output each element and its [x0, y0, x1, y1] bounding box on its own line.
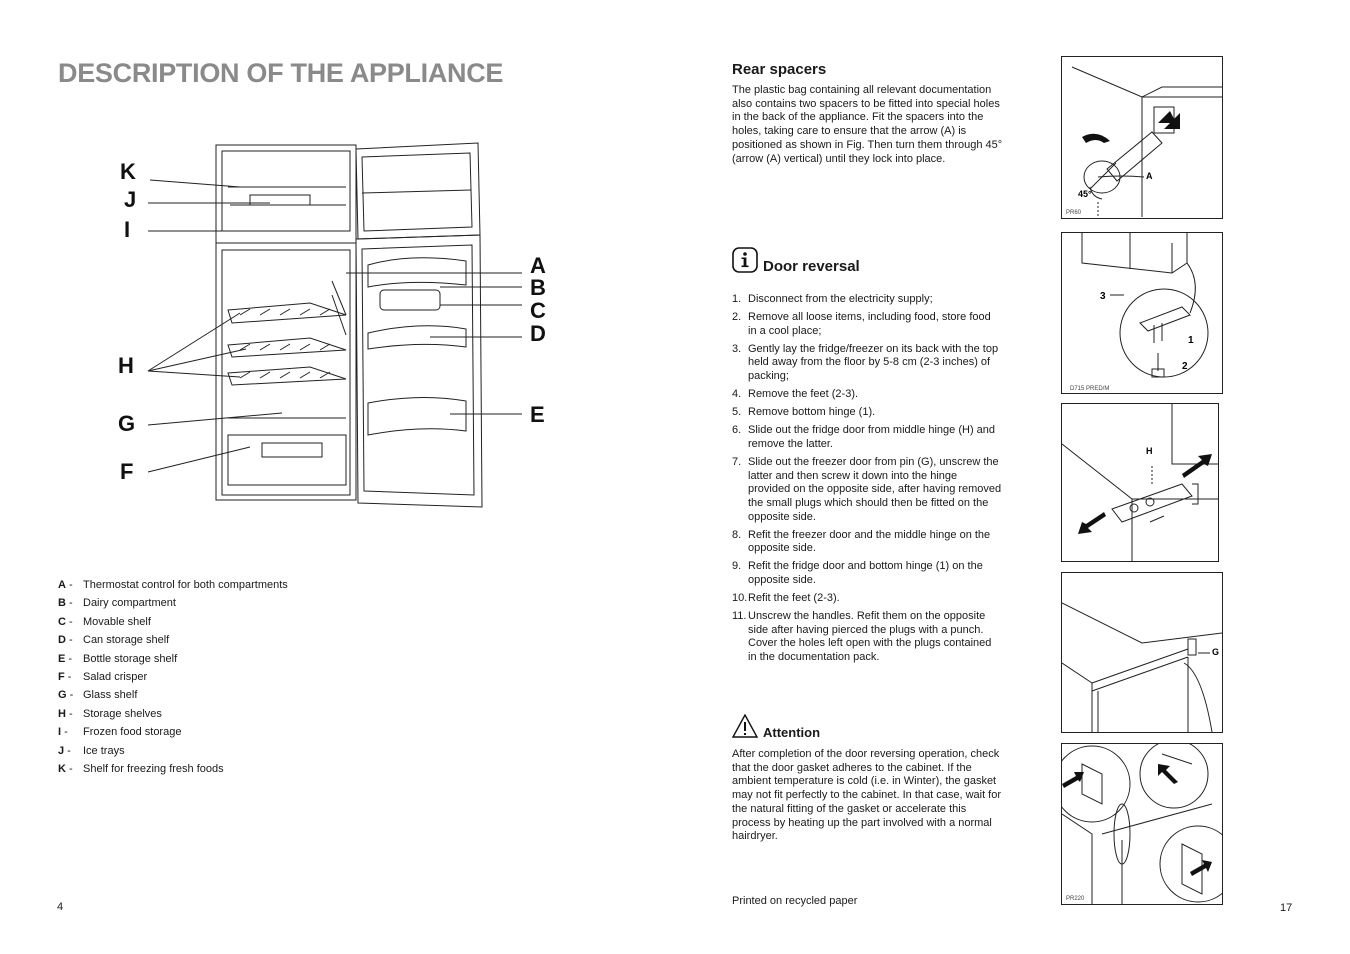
list-item: 5.Remove bottom hinge (1). [732, 406, 876, 419]
legend-item: K -Shelf for freezing fresh foods [58, 763, 224, 776]
bottom-hinge-figure: 3 1 2 D715 PRED/M [1061, 232, 1223, 394]
callout-b: B [530, 275, 546, 300]
legend: A -Thermostat control for both compartme… [58, 576, 288, 778]
legend-item: D -Can storage shelf [58, 634, 170, 647]
legend-item: C -Movable shelf [58, 615, 151, 628]
list-item: 9.Refit the fridge door and bottom hinge… [732, 560, 983, 587]
list-item: 4.Remove the feet (2-3). [732, 388, 859, 401]
legend-item: H -Storage shelves [58, 707, 162, 720]
list-item: 7.Slide out the freezer door from pin (G… [732, 455, 1002, 523]
legend-item: A -Thermostat control for both compartme… [58, 579, 288, 591]
callout-a: A [530, 253, 546, 278]
callout-i: I [124, 217, 130, 242]
footer-note: Printed on recycled paper [732, 895, 858, 907]
handle-figure: PR220 [1053, 739, 1237, 905]
callout-e: E [530, 402, 545, 427]
fig5-code: PR220 [1066, 896, 1085, 902]
fig2-label-2: 2 [1182, 361, 1188, 372]
callout-c: C [530, 298, 546, 323]
list-item: 2.Remove all loose items, including food… [732, 311, 991, 337]
fig1-angle: 45° [1078, 189, 1092, 199]
warning-triangle-icon [731, 713, 759, 743]
list-item: 1.Disconnect from the electricity supply… [732, 293, 933, 305]
fig2-label-3: 3 [1100, 291, 1106, 302]
rear-spacers-heading: Rear spacers [732, 61, 827, 78]
fig2-code: D715 PRED/M [1070, 386, 1109, 392]
callout-j: J [124, 187, 136, 212]
callout-h: H [118, 353, 134, 378]
list-item: 11.Unscrew the handles. Refit them on th… [732, 610, 992, 664]
callout-g: G [118, 411, 135, 436]
door-reversal-steps: 1.Disconnect from the electricity supply… [732, 293, 1002, 669]
rear-spacer-figure: A 45° PR60 [1061, 56, 1223, 219]
callout-k: K [120, 159, 136, 184]
page-number-right: 17 [1280, 902, 1293, 914]
fig1-label-a: A [1146, 171, 1153, 181]
list-item: 6.Slide out the fridge door from middle … [732, 424, 996, 450]
page-title: DESCRIPTION OF THE APPLIANCE [58, 58, 504, 88]
fig2-label-1: 1 [1188, 335, 1194, 346]
rear-spacers-text: The plastic bag containing all relevant … [732, 84, 1003, 165]
page-number-left: 4 [57, 901, 64, 913]
door-reversal-heading: Door reversal [763, 258, 860, 275]
callout-f: F [120, 459, 133, 484]
list-item: 3.Gently lay the fridge/freezer on its b… [732, 342, 999, 383]
fig1-code: PR60 [1066, 210, 1082, 216]
list-item: 8.Refit the freezer door and the middle … [732, 528, 991, 555]
attention-heading: Attention [763, 725, 821, 740]
freezer-pin-figure: G [1061, 572, 1223, 733]
fridge-diagram: K J I H G F A B C D E [118, 142, 546, 508]
fig4-label-g: G [1212, 647, 1219, 657]
list-item: 10.Refit the feet (2-3). [732, 592, 840, 605]
callout-d: D [530, 321, 546, 346]
legend-item: G -Glass shelf [58, 689, 138, 702]
fig3-label-h: H [1146, 446, 1153, 456]
legend-item: E -Bottle storage shelf [58, 652, 178, 665]
legend-item: J -Ice trays [58, 744, 125, 757]
legend-item: I -Frozen food storage [58, 726, 182, 739]
legend-item: F -Salad crisper [58, 671, 148, 684]
attention-text: After completion of the door reversing o… [732, 748, 1002, 843]
middle-hinge-figure: H [1061, 403, 1219, 562]
legend-item: B -Dairy compartment [58, 597, 176, 610]
info-icon [732, 247, 758, 278]
